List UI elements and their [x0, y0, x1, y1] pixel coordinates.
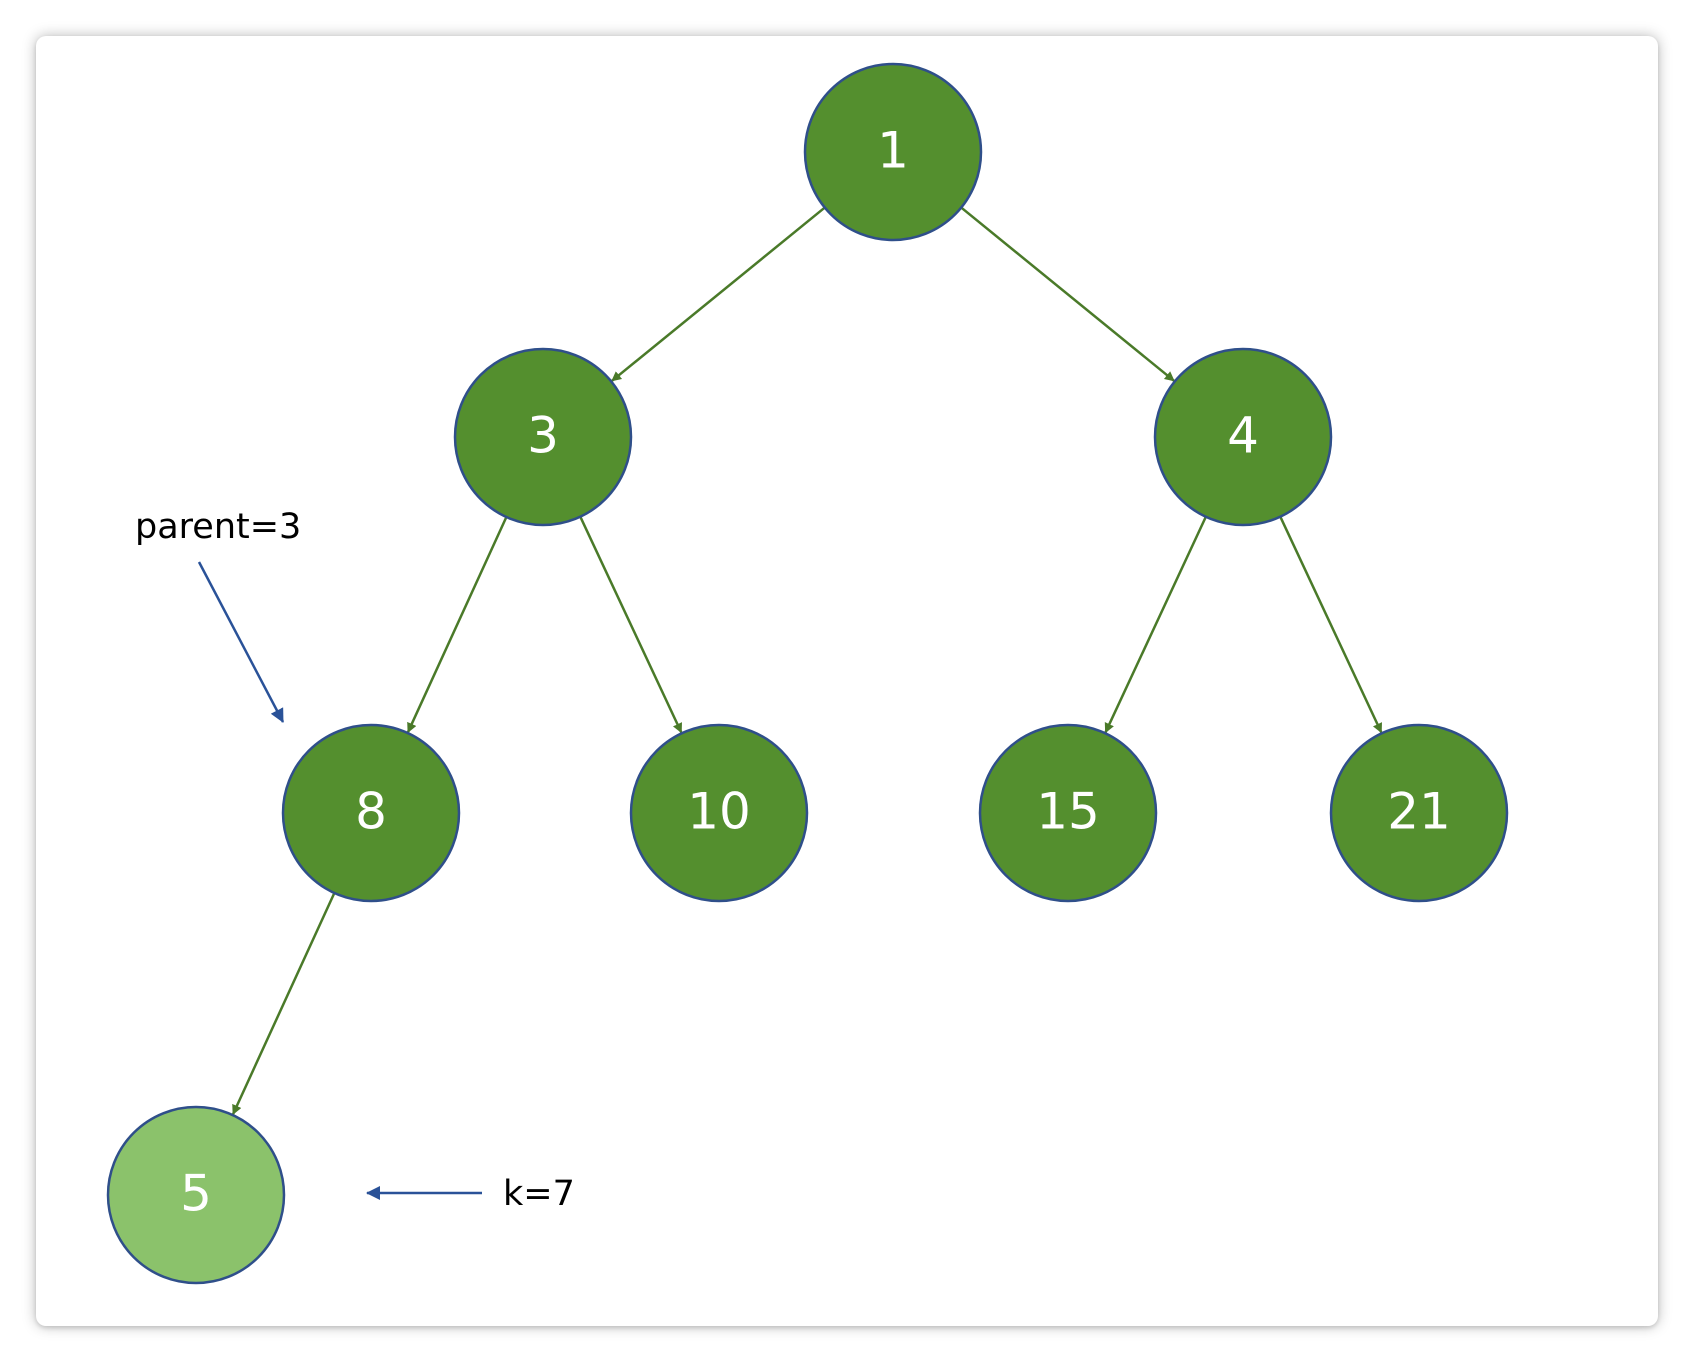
node-circle	[978, 723, 1158, 903]
edge-n1-to-n4	[960, 206, 1175, 382]
node-circle	[803, 62, 983, 242]
edge-n4-to-n15	[1104, 516, 1208, 734]
tree-node-10: 10	[629, 723, 809, 903]
tree-node-4: 4	[1153, 347, 1333, 527]
edge-n8-to-n5	[231, 892, 336, 1115]
parent-annotation: parent=3	[135, 507, 301, 547]
parent-pointer-arrow	[197, 561, 285, 723]
node-label: 10	[687, 783, 751, 841]
node-label: 5	[180, 1165, 212, 1223]
node-circle	[453, 347, 633, 527]
k-annotation: k=7	[503, 1174, 575, 1214]
node-label: 1	[877, 122, 909, 180]
tree-node-15: 15	[978, 723, 1158, 903]
edge-n1-to-n3	[611, 206, 826, 382]
edges-group	[231, 206, 1383, 1115]
tree-node-5: 5	[106, 1105, 286, 1285]
edge-n3-to-n8	[406, 516, 508, 733]
node-label: 3	[527, 407, 559, 465]
node-label: 15	[1036, 783, 1100, 841]
node-label: 8	[355, 783, 387, 841]
node-circle	[1153, 347, 1333, 527]
node-circle	[629, 723, 809, 903]
diagram-card	[36, 36, 1658, 1326]
tree-node-3: 3	[453, 347, 633, 527]
edge-n4-to-n21	[1279, 516, 1383, 734]
tree-node-1: 1	[803, 62, 983, 242]
node-circle	[1329, 723, 1509, 903]
nodes-group: 1 3 4 8 10 15 21 5	[106, 62, 1509, 1285]
node-circle	[106, 1105, 286, 1285]
node-circle	[281, 723, 461, 903]
node-label: 4	[1227, 407, 1259, 465]
node-label: 21	[1387, 783, 1451, 841]
tree-node-8: 8	[281, 723, 461, 903]
tree-node-21: 21	[1329, 723, 1509, 903]
edge-n3-to-n10	[579, 516, 683, 734]
